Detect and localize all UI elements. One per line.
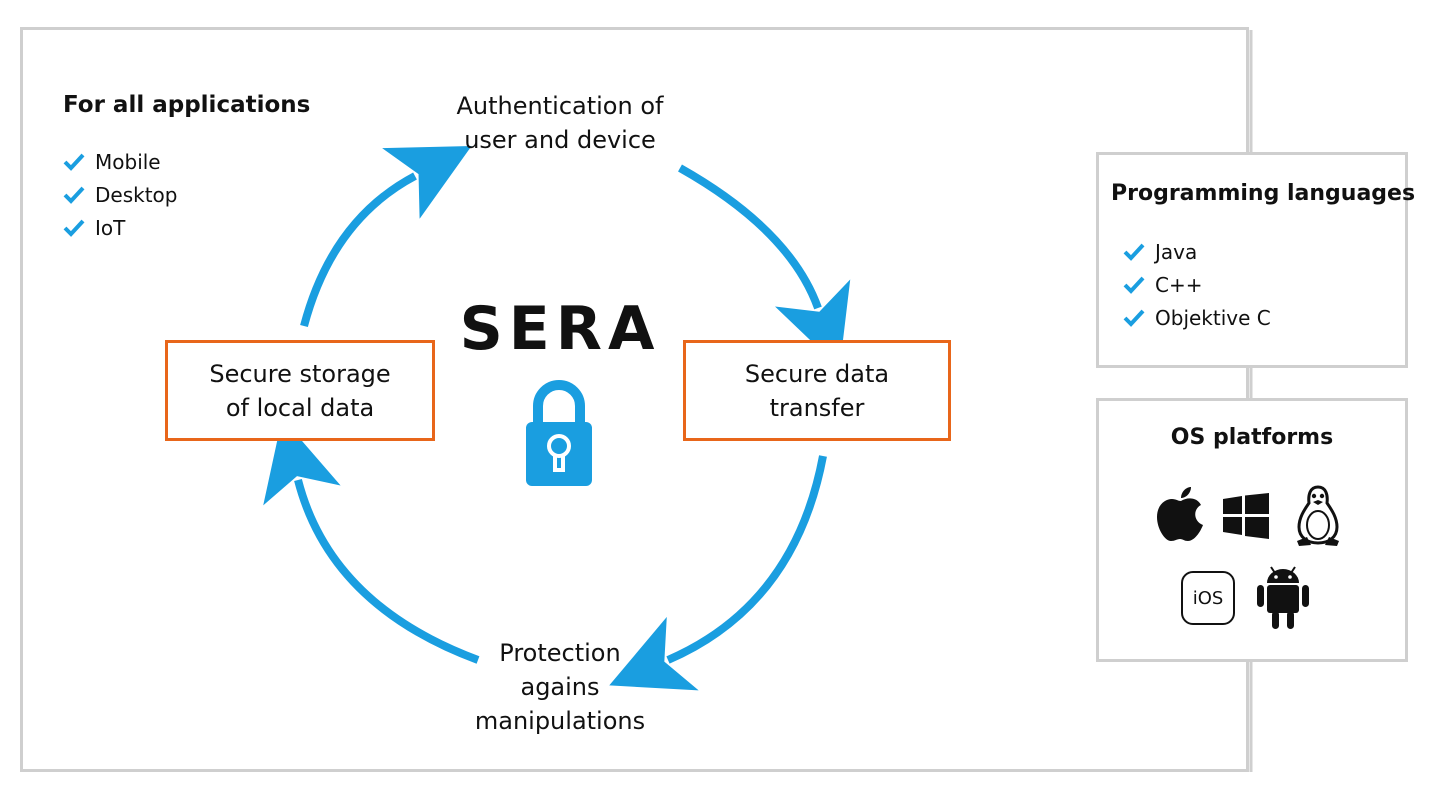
- applications-item-label: IoT: [95, 215, 126, 240]
- arrow-bottom-right: [609, 455, 827, 691]
- list-item: C++: [1123, 268, 1271, 301]
- languages-heading: Programming languages: [1111, 181, 1416, 206]
- list-item: Desktop: [63, 178, 177, 211]
- arrow-bottom-left: [263, 418, 480, 664]
- applications-heading: For all applications: [63, 92, 311, 118]
- list-item: IoT: [63, 211, 177, 244]
- check-icon: [63, 153, 85, 171]
- list-item: Mobile: [63, 145, 177, 178]
- authentication-label-line: Authentication of: [456, 92, 664, 120]
- authentication-label: Authentication of user and device: [420, 89, 700, 157]
- platforms-heading: OS platforms: [1170, 425, 1334, 450]
- ios-icon-label: iOS: [1192, 587, 1224, 609]
- check-icon: [1123, 276, 1145, 294]
- windows-icon: [1223, 493, 1269, 539]
- languages-item-label: Java: [1155, 239, 1198, 264]
- os-platforms-box: OS platforms iOS: [1096, 398, 1408, 662]
- check-icon: [1123, 309, 1145, 327]
- lock-icon: [526, 380, 592, 486]
- languages-item-label: C++: [1155, 272, 1203, 297]
- secure-transfer-box: Secure data transfer: [683, 340, 951, 441]
- secure-storage-line: of local data: [225, 393, 375, 422]
- secure-storage-box: Secure storage of local data: [165, 340, 435, 441]
- check-icon: [63, 219, 85, 237]
- applications-item-label: Desktop: [95, 182, 178, 207]
- languages-list: Java C++ Objektive C: [1123, 235, 1271, 334]
- arrow-top-left: [300, 145, 472, 328]
- programming-languages-box: Programming languages Java C++ Objektive…: [1096, 152, 1415, 368]
- android-icon: [1257, 566, 1309, 629]
- check-icon: [63, 186, 85, 204]
- languages-item-label: Objektive C: [1155, 305, 1271, 330]
- linux-icon: [1297, 485, 1339, 546]
- protection-label: Protection agains manipulations: [420, 636, 700, 738]
- secure-transfer-line: Secure data: [744, 359, 890, 388]
- applications-list: Mobile Desktop IoT: [63, 145, 177, 244]
- secure-storage-line: Secure storage: [209, 359, 391, 388]
- protection-label-line: Protection: [499, 639, 621, 667]
- list-item: Objektive C: [1123, 301, 1271, 334]
- sera-title: SERA: [459, 294, 661, 364]
- authentication-label-line: user and device: [464, 126, 656, 154]
- apple-icon: [1157, 487, 1203, 541]
- ios-icon: iOS: [1181, 571, 1235, 625]
- applications-item-label: Mobile: [95, 149, 161, 174]
- arrow-top-right: [678, 164, 851, 369]
- secure-transfer-line: transfer: [769, 393, 865, 422]
- protection-label-line: manipulations: [474, 707, 646, 735]
- list-item: Java: [1123, 235, 1271, 268]
- check-icon: [1123, 243, 1145, 261]
- protection-label-line: agains: [520, 673, 600, 701]
